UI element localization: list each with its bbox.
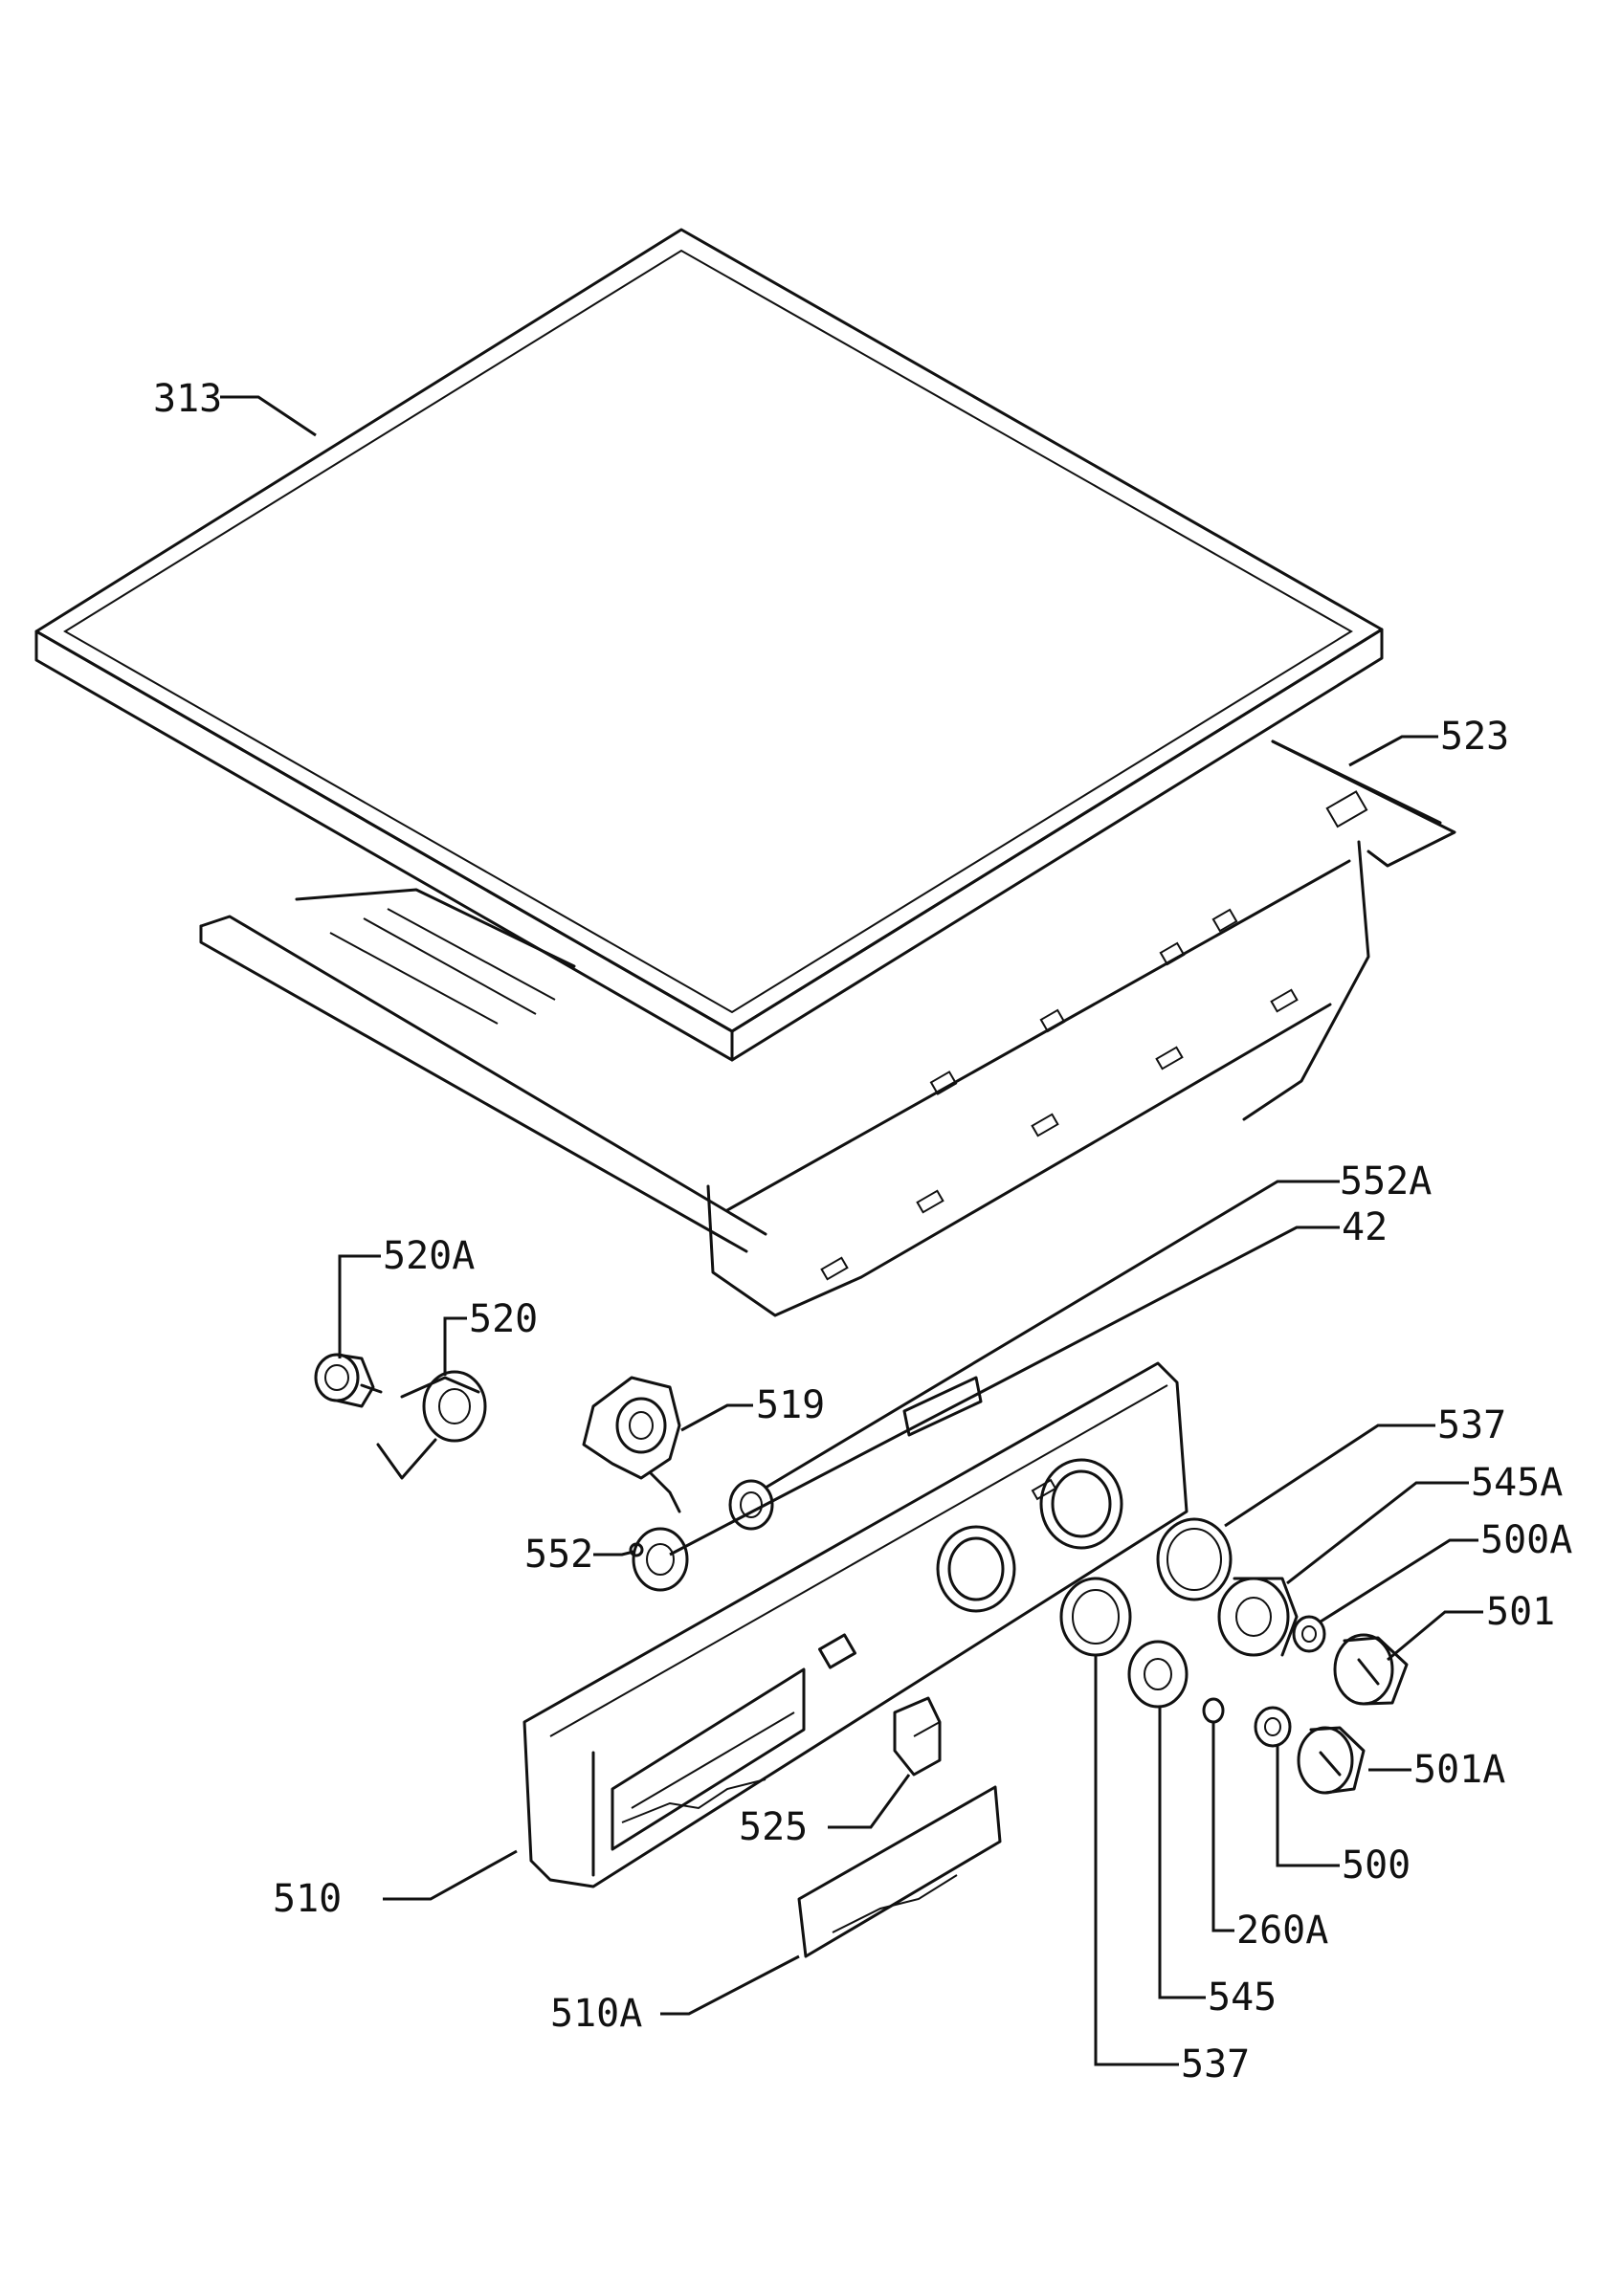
label-537-bottom: 537 — [1181, 2042, 1250, 2086]
knob-501A-part — [1297, 1726, 1366, 1795]
label-525: 525 — [739, 1805, 808, 1849]
label-545: 545 — [1208, 1976, 1277, 2020]
connector-520A-part — [314, 1353, 383, 1408]
switch-525-part — [893, 1696, 942, 1777]
label-42: 42 — [1342, 1205, 1388, 1249]
spindle-500A-part — [1292, 1615, 1326, 1653]
label-545A: 545A — [1471, 1461, 1563, 1505]
connector-520-part — [376, 1370, 487, 1480]
control-cover-510A-part — [797, 1785, 1002, 1958]
lamp-42-part — [728, 1479, 774, 1531]
label-523: 523 — [1440, 715, 1509, 759]
door-lock-519-part — [582, 1376, 681, 1513]
label-520: 520 — [469, 1297, 538, 1341]
ring-537-lower-part — [1059, 1577, 1132, 1657]
lamp-holder-552-part — [629, 1527, 689, 1592]
console-frame-part — [199, 740, 1456, 1317]
label-260A: 260A — [1236, 1909, 1328, 1953]
ring-537-upper-part — [1156, 1517, 1233, 1601]
label-520A: 520A — [383, 1234, 475, 1278]
label-313: 313 — [153, 377, 222, 421]
bezel-545-part — [1127, 1640, 1189, 1709]
label-537-top: 537 — [1437, 1403, 1506, 1447]
control-panel-part — [522, 1361, 1189, 1888]
leader-lines — [220, 395, 1483, 2066]
label-519: 519 — [756, 1383, 825, 1427]
spindle-500-part — [1254, 1706, 1292, 1748]
pin-260A-part — [1202, 1697, 1225, 1724]
label-500: 500 — [1342, 1843, 1411, 1888]
label-500A: 500A — [1480, 1518, 1572, 1562]
worktop-lid-part — [34, 228, 1384, 1062]
label-510A: 510A — [550, 1992, 642, 2036]
label-501A: 501A — [1413, 1748, 1505, 1792]
label-501: 501 — [1486, 1590, 1555, 1634]
label-552A: 552A — [1340, 1159, 1432, 1203]
knob-501-part — [1333, 1633, 1409, 1706]
bezel-545A-part — [1217, 1577, 1299, 1657]
label-552: 552 — [524, 1533, 593, 1577]
label-510: 510 — [273, 1877, 342, 1921]
